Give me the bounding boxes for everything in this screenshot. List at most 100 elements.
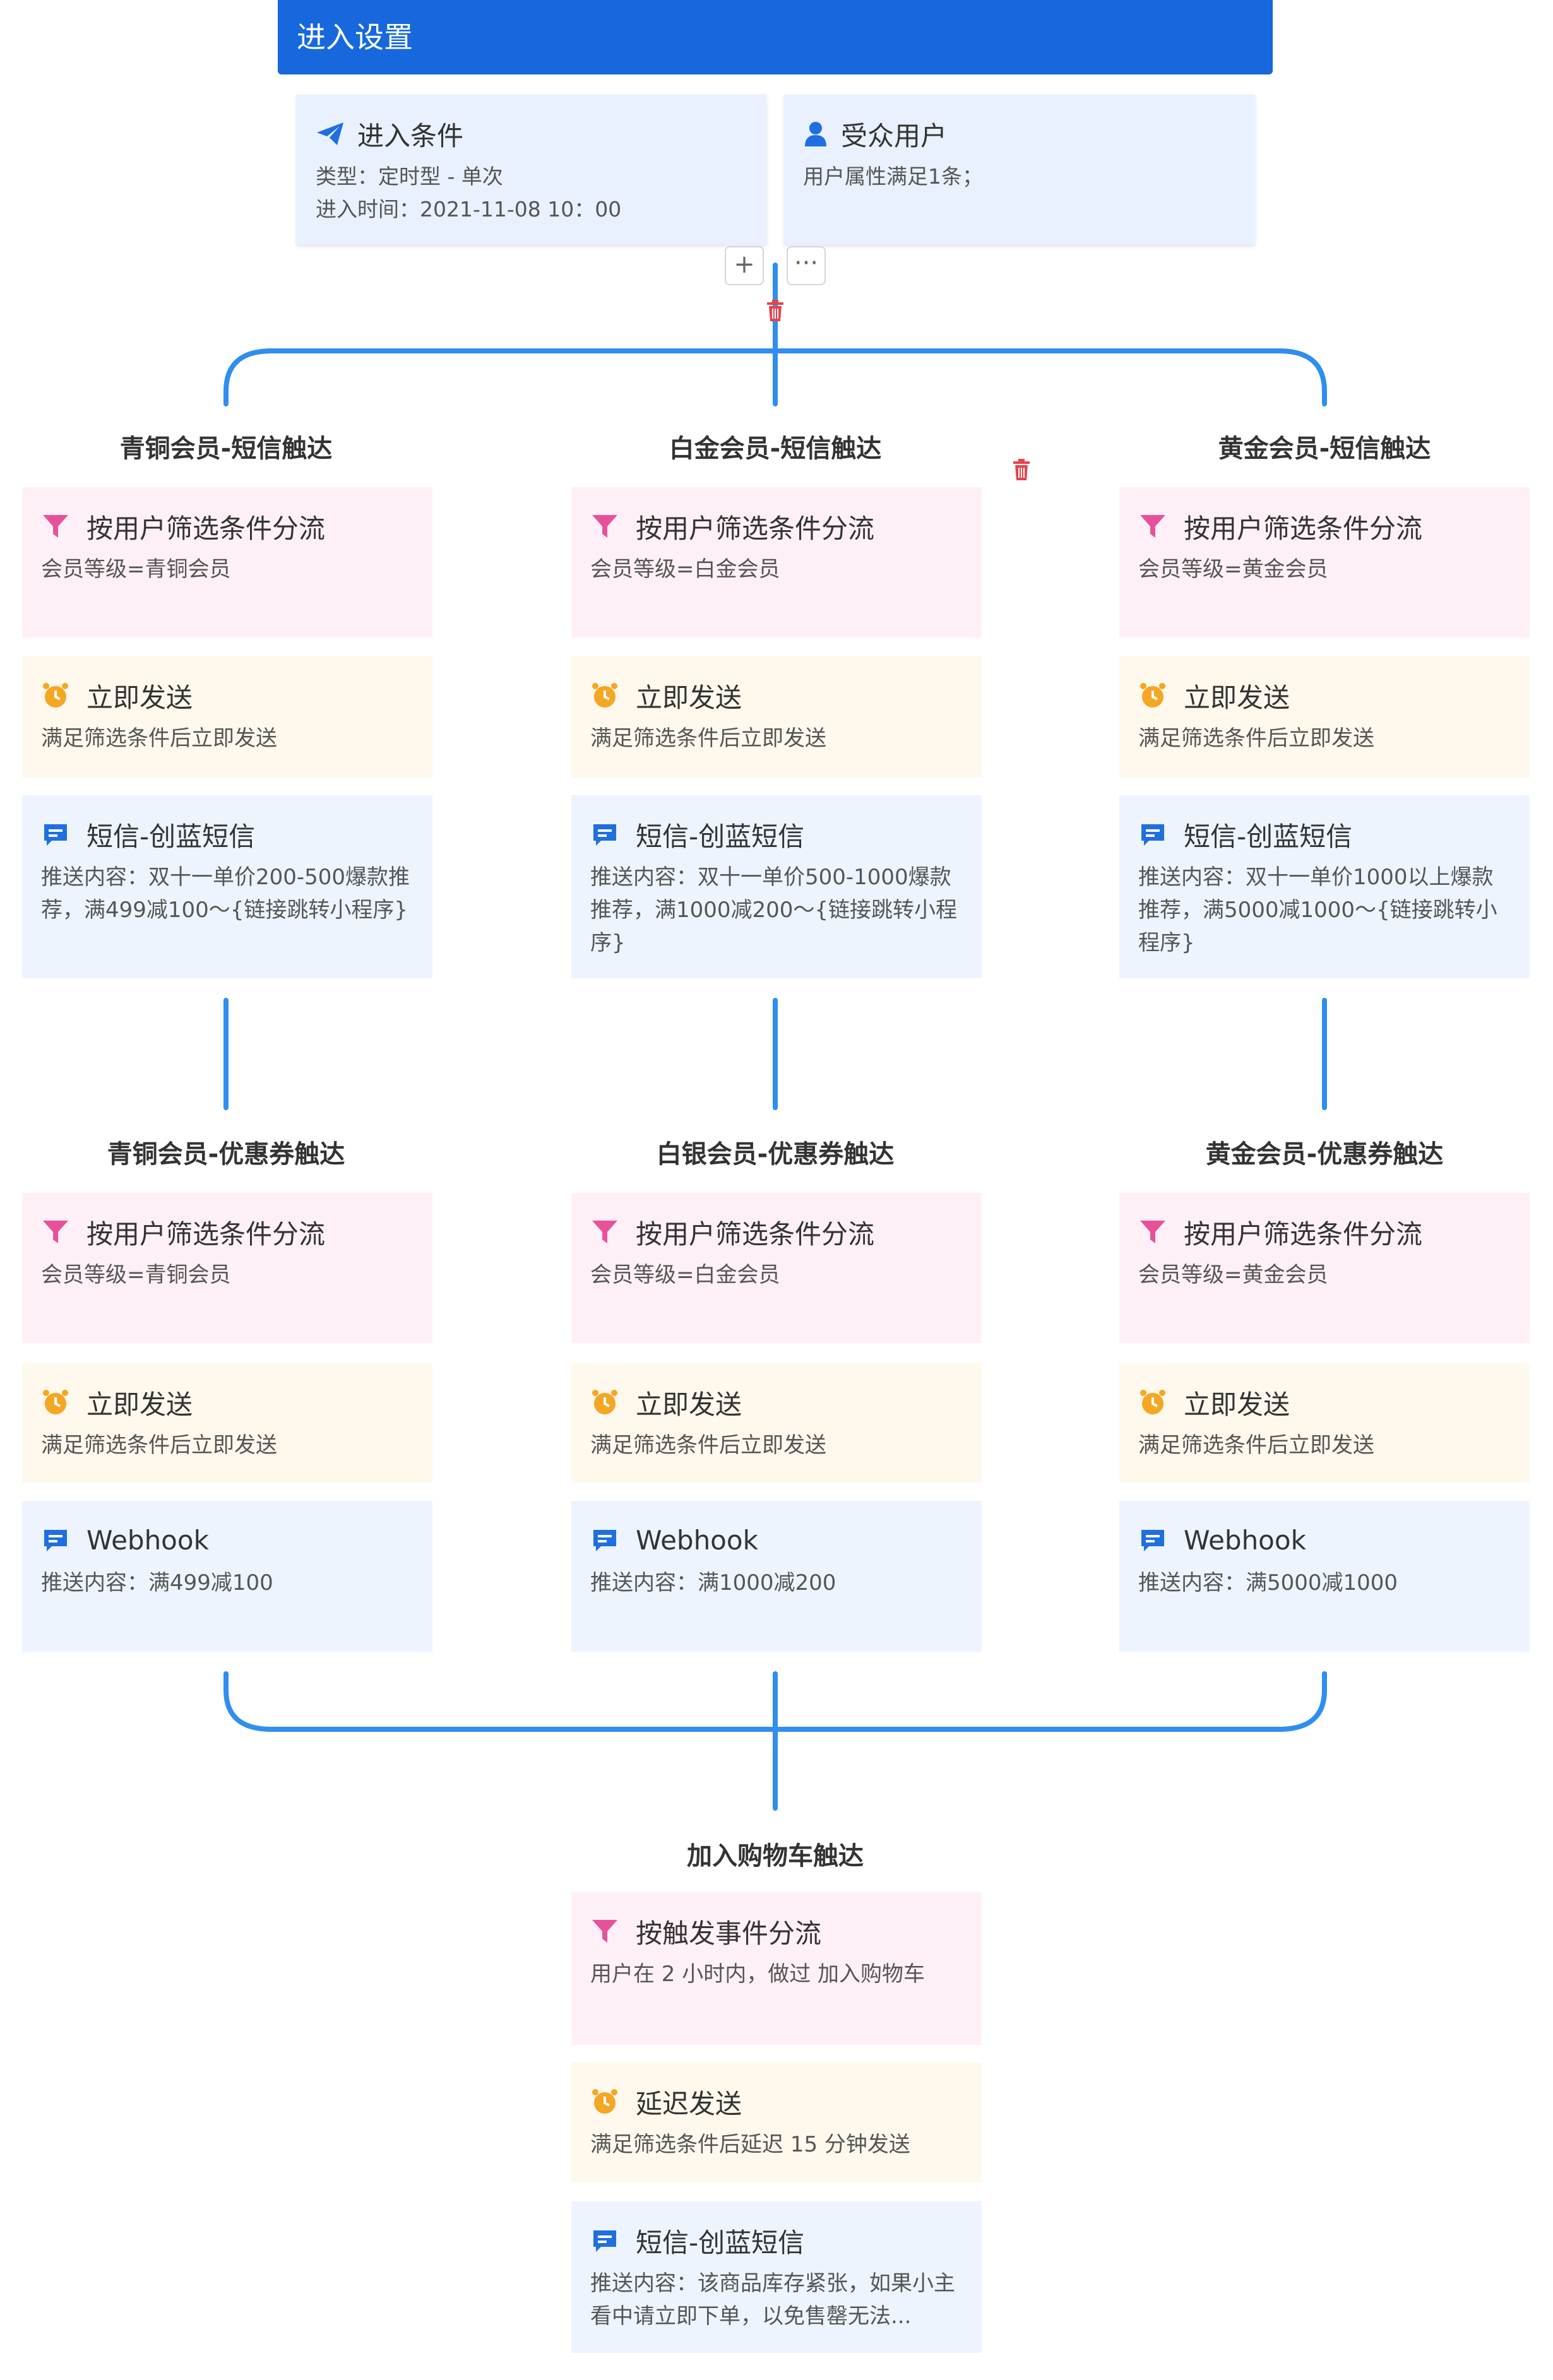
send-node[interactable]: 立即发送 满足筛选条件后立即发送 bbox=[1119, 656, 1530, 778]
filter-title: 按用户筛选条件分流 bbox=[86, 1218, 326, 1250]
message-icon bbox=[1141, 1530, 1164, 1551]
message-node[interactable]: 短信-创蓝短信 推送内容：该商品库存紧张，如果小主看中请立即下单，以免售罄无法.… bbox=[571, 2201, 982, 2353]
filter-node[interactable]: 按用户筛选条件分流 会员等级=黄金会员 bbox=[1119, 487, 1530, 637]
alarm-clock-icon bbox=[43, 683, 68, 707]
message-icon bbox=[593, 824, 616, 846]
user-icon bbox=[805, 122, 826, 146]
send-node[interactable]: 立即发送 满足筛选条件后立即发送 bbox=[1119, 1363, 1530, 1483]
paper-plane-icon bbox=[317, 122, 343, 145]
entry-type: 类型：定时型 - 单次 bbox=[316, 164, 503, 189]
filter-title: 按用户筛选条件分流 bbox=[86, 512, 326, 544]
send-desc: 满足筛选条件后立即发送 bbox=[590, 1433, 826, 1458]
message-title: 短信-创蓝短信 bbox=[636, 2227, 805, 2258]
webhook-node[interactable]: Webhook 推送内容：满1000减200 bbox=[571, 1501, 982, 1652]
message-title: 短信-创蓝短信 bbox=[636, 820, 805, 852]
entry-time: 进入时间：2021-11-08 10：00 bbox=[316, 197, 622, 222]
webhook-title: Webhook bbox=[636, 1524, 758, 1556]
filter-title: 按用户筛选条件分流 bbox=[1184, 1218, 1423, 1250]
header-title: 进入设置 bbox=[297, 20, 413, 54]
filter-title: 按用户筛选条件分流 bbox=[636, 1218, 875, 1250]
filter-node[interactable]: 按用户筛选条件分流 会员等级=白金会员 bbox=[571, 487, 982, 637]
filter-node[interactable]: 按用户筛选条件分流 会员等级=青铜会员 bbox=[22, 487, 432, 637]
webhook-node[interactable]: Webhook 推送内容：满5000减1000 bbox=[1119, 1501, 1530, 1652]
message-node[interactable]: 短信-创蓝短信 推送内容：双十一单价500-1000爆款推荐，满1000减200… bbox=[571, 795, 982, 978]
send-title: 立即发送 bbox=[636, 1388, 742, 1420]
message-desc: 推送内容：双十一单价200-500爆款推荐，满499减100～{链接跳转小程序} bbox=[41, 865, 410, 923]
filter-desc: 用户在 2 小时内，做过 加入购物车 bbox=[590, 1962, 925, 1987]
entry-condition-card[interactable]: 进入条件 类型：定时型 - 单次 进入时间：2021-11-08 10：00 bbox=[297, 95, 766, 245]
send-node[interactable]: 立即发送 满足筛选条件后立即发送 bbox=[22, 656, 432, 778]
funnel-icon bbox=[43, 515, 68, 538]
send-desc: 满足筛选条件后立即发送 bbox=[1138, 726, 1374, 751]
send-title: 立即发送 bbox=[1184, 1388, 1290, 1420]
branch-title: 白银会员-优惠券触达 bbox=[656, 1140, 895, 1169]
send-node[interactable]: 立即发送 满足筛选条件后立即发送 bbox=[571, 1363, 982, 1483]
filter-title: 按触发事件分流 bbox=[636, 1917, 822, 1949]
funnel-icon bbox=[592, 1920, 617, 1943]
send-desc: 满足筛选条件后立即发送 bbox=[590, 726, 826, 751]
funnel-icon bbox=[1140, 515, 1165, 538]
delete-trash-icon[interactable] bbox=[763, 299, 787, 323]
filter-desc: 会员等级=青铜会员 bbox=[41, 1262, 231, 1288]
message-desc: 推送内容：双十一单价500-1000爆款推荐，满1000减200～{链接跳转小程… bbox=[590, 865, 958, 956]
filter-desc: 会员等级=黄金会员 bbox=[1138, 1262, 1328, 1288]
audience-card[interactable]: 受众用户 用户属性满足1条； bbox=[784, 95, 1255, 245]
more-options-button[interactable]: ··· bbox=[787, 246, 826, 285]
filter-node[interactable]: 按用户筛选条件分流 会员等级=青铜会员 bbox=[22, 1193, 432, 1343]
send-title: 立即发送 bbox=[86, 1388, 193, 1420]
alarm-clock-icon bbox=[1140, 683, 1165, 707]
funnel-icon bbox=[43, 1221, 68, 1243]
alarm-clock-icon bbox=[592, 683, 617, 707]
webhook-desc: 推送内容：满499减100 bbox=[41, 1570, 273, 1596]
alarm-clock-icon bbox=[592, 2089, 617, 2114]
filter-desc: 会员等级=白金会员 bbox=[590, 1262, 780, 1288]
entry-condition-title: 进入条件 bbox=[357, 120, 464, 151]
event-filter-node[interactable]: 按触发事件分流 用户在 2 小时内，做过 加入购物车 bbox=[571, 1892, 982, 2045]
send-desc: 满足筛选条件后立即发送 bbox=[41, 726, 277, 751]
funnel-icon bbox=[1140, 1221, 1165, 1243]
add-label: + bbox=[734, 250, 755, 279]
filter-desc: 会员等级=青铜会员 bbox=[41, 557, 231, 582]
filter-desc: 会员等级=黄金会员 bbox=[1138, 557, 1328, 582]
add-node-button[interactable]: + bbox=[725, 246, 764, 285]
message-title: 短信-创蓝短信 bbox=[1184, 820, 1353, 852]
filter-title: 按用户筛选条件分流 bbox=[636, 512, 875, 544]
branch-title: 青铜会员-短信触达 bbox=[119, 434, 333, 463]
message-node[interactable]: 短信-创蓝短信 推送内容：双十一单价1000以上爆款推荐，满5000减1000～… bbox=[1119, 795, 1530, 978]
send-title: 延迟发送 bbox=[636, 2088, 742, 2119]
send-title: 立即发送 bbox=[1184, 682, 1290, 713]
message-icon bbox=[44, 824, 67, 846]
audience-rule: 用户属性满足1条； bbox=[803, 164, 983, 189]
send-title: 立即发送 bbox=[86, 682, 193, 713]
webhook-title: Webhook bbox=[86, 1524, 209, 1556]
webhook-desc: 推送内容：满5000减1000 bbox=[1138, 1570, 1398, 1596]
webhook-node[interactable]: Webhook 推送内容：满499减100 bbox=[22, 1501, 432, 1652]
delete-trash-icon[interactable] bbox=[1009, 458, 1033, 482]
alarm-clock-icon bbox=[1140, 1390, 1165, 1414]
branch-title: 白金会员-短信触达 bbox=[669, 434, 882, 463]
branch-title: 黄金会员-短信触达 bbox=[1218, 434, 1431, 463]
message-title: 短信-创蓝短信 bbox=[86, 820, 256, 852]
send-desc: 满足筛选条件后立即发送 bbox=[41, 1433, 277, 1458]
send-node[interactable]: 立即发送 满足筛选条件后立即发送 bbox=[22, 1363, 432, 1483]
send-desc: 满足筛选条件后立即发送 bbox=[1138, 1433, 1374, 1458]
alarm-clock-icon bbox=[43, 1390, 68, 1414]
message-node[interactable]: 短信-创蓝短信 推送内容：双十一单价200-500爆款推荐，满499减100～{… bbox=[22, 795, 432, 978]
audience-title: 受众用户 bbox=[841, 120, 948, 151]
branch-title: 黄金会员-优惠券触达 bbox=[1205, 1140, 1444, 1169]
filter-node[interactable]: 按用户筛选条件分流 会员等级=白金会员 bbox=[571, 1193, 982, 1343]
delay-send-node[interactable]: 延迟发送 满足筛选条件后延迟 15 分钟发送 bbox=[571, 2063, 982, 2182]
alarm-clock-icon bbox=[592, 1390, 617, 1414]
final-title: 加入购物车触达 bbox=[687, 1842, 864, 1871]
filter-node[interactable]: 按用户筛选条件分流 会员等级=黄金会员 bbox=[1119, 1193, 1530, 1343]
more-label: ··· bbox=[794, 249, 819, 278]
filter-title: 按用户筛选条件分流 bbox=[1184, 512, 1423, 544]
send-node[interactable]: 立即发送 满足筛选条件后立即发送 bbox=[571, 656, 982, 778]
send-desc: 满足筛选条件后延迟 15 分钟发送 bbox=[590, 2132, 910, 2157]
message-icon bbox=[44, 1530, 67, 1551]
filter-desc: 会员等级=白金会员 bbox=[590, 557, 780, 582]
webhook-desc: 推送内容：满1000减200 bbox=[590, 1570, 836, 1596]
message-icon bbox=[1141, 824, 1164, 846]
message-desc: 推送内容：双十一单价1000以上爆款推荐，满5000减1000～{链接跳转小程序… bbox=[1138, 865, 1497, 956]
